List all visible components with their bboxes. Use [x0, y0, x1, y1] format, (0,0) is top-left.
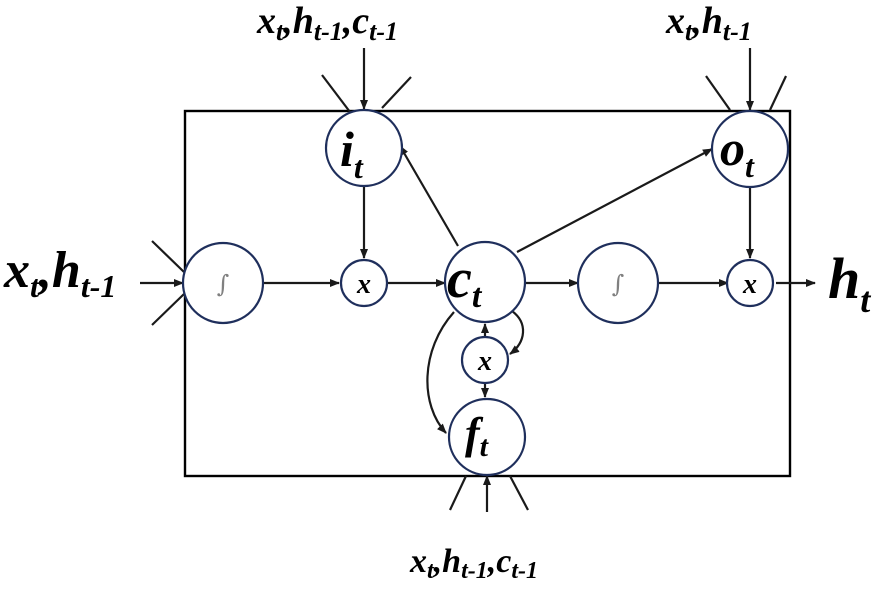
input-gate-label: it: [340, 121, 364, 185]
cell-state-node: ct: [443, 240, 527, 324]
edge-cell-to-forget-gate: [426, 311, 455, 434]
svg-text:∫: ∫: [612, 270, 625, 298]
input-gate-node: it: [324, 108, 404, 188]
edge-top-i-right: [381, 76, 412, 109]
edge-top-o-right: [769, 75, 787, 111]
edge-cell-to-input-gate: [399, 145, 459, 247]
output-label: ht: [828, 246, 871, 320]
integral-node-output: ∫: [576, 241, 660, 325]
input-label-bottom-f: xt,ht-1,ct-1: [409, 543, 538, 584]
forget-gate-node: ft: [447, 397, 527, 477]
multiply-node-output: x: [725, 258, 775, 308]
input-label-top-i: xt,ht-1,ct-1: [256, 0, 398, 46]
cell-state-label: ct: [447, 248, 483, 315]
edge-bottom-f-right: [509, 475, 529, 511]
multiply-node-forget: x: [460, 335, 510, 385]
svg-text:∫: ∫: [217, 270, 230, 298]
multiply-node-input: x: [339, 258, 389, 308]
svg-text:x: x: [477, 346, 492, 377]
input-label-top-o: xt,ht-1: [665, 0, 752, 46]
edge-top-o-left: [705, 75, 731, 111]
edge-cell-to-forget-mult: [509, 310, 525, 355]
edge-input-diag-lower: [151, 293, 185, 326]
input-label-left: xt,ht-1: [3, 242, 116, 304]
edge-top-i-left: [321, 74, 351, 113]
edge-cell-to-output-gate: [516, 148, 713, 253]
edge-input-diag-upper: [151, 240, 185, 273]
integral-node-input: ∫: [181, 241, 265, 325]
edge-bottom-f-left: [449, 475, 467, 511]
forget-gate-label: ft: [465, 409, 490, 463]
svg-text:x: x: [742, 269, 757, 300]
output-gate-node: ot: [710, 109, 790, 189]
output-gate-label: ot: [720, 120, 755, 184]
svg-text:x: x: [356, 269, 371, 300]
